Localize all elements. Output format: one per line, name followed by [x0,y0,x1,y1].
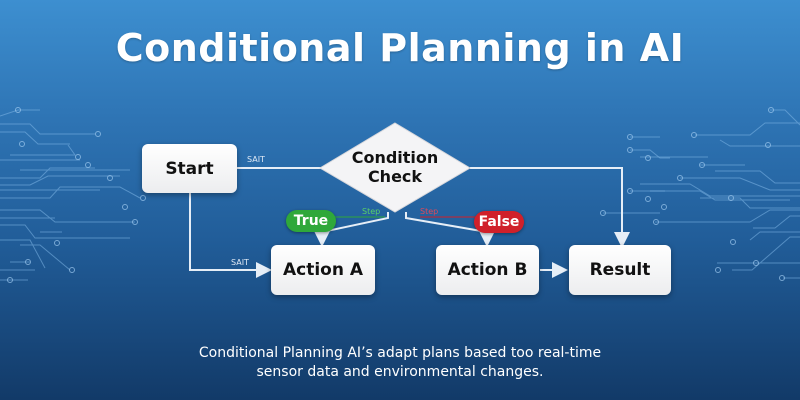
false-label: False [478,214,520,230]
condition-line-2: Check [367,167,423,186]
start-condition-edge-label: SAIT [247,155,265,164]
action-a-label: Action A [282,260,364,280]
false-small-label: Step [420,207,439,216]
true-branch-badge: True [286,210,336,232]
condition-line-1: Condition [351,148,439,167]
action-a-node: Action A [271,245,375,295]
action-b-node: Action B [436,245,539,295]
start-node: Start [142,144,237,193]
false-branch-badge: False [474,211,524,233]
result-node: Result [569,245,671,295]
true-small-label: Step [362,207,381,216]
start-action-a-edge-label: SAIT [231,258,249,267]
caption-line-2: sensor data and environmental changes. [256,364,544,380]
caption-text: Conditional Planning AI’s adapt plans ba… [0,344,800,382]
result-label: Result [589,260,651,280]
true-label: True [293,213,329,229]
page-title: Conditional Planning in AI [115,26,685,70]
condition-diamond-shape [319,122,471,213]
caption-line-1: Conditional Planning AI’s adapt plans ba… [198,345,602,361]
action-b-label: Action B [447,260,528,280]
start-node-label: Start [165,158,214,179]
condition-check-node: Condition Check [330,148,460,186]
